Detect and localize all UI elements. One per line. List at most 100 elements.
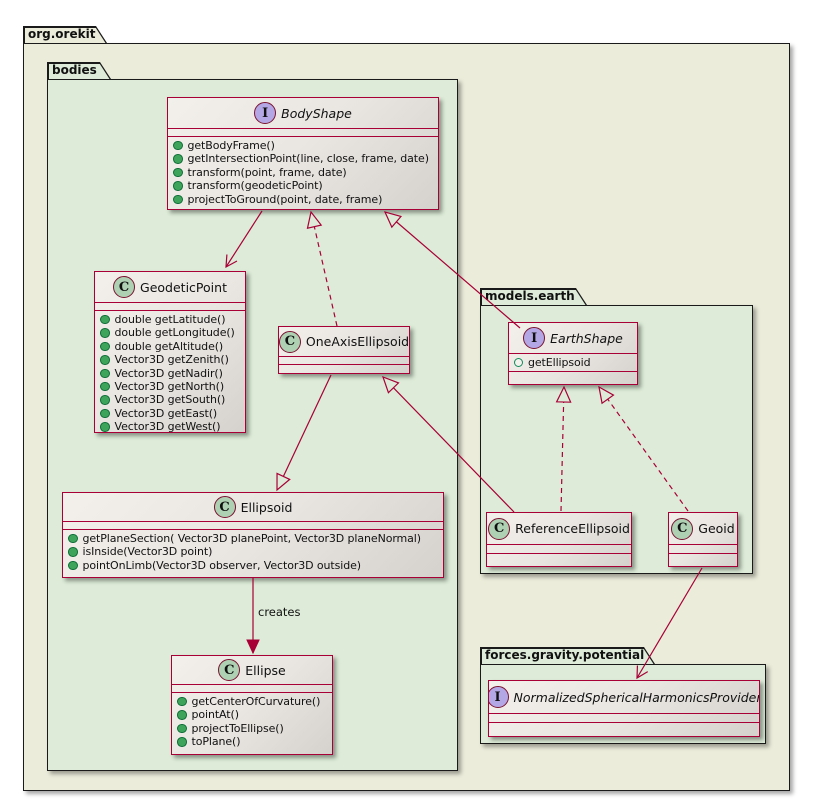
class-icon: C bbox=[488, 517, 511, 540]
member-row: getCenterOfCurvature() bbox=[172, 695, 332, 708]
abstract-method-icon bbox=[514, 358, 523, 368]
package-label: org.orekit bbox=[28, 27, 96, 41]
node-name: OneAxisEllipsoid bbox=[305, 334, 409, 349]
node-name: ReferenceEllipsoid bbox=[515, 521, 630, 536]
node-compartment bbox=[95, 302, 245, 310]
node-compartment bbox=[168, 128, 438, 136]
package-label: models.earth bbox=[485, 289, 575, 303]
member-row: projectToEllipse() bbox=[172, 722, 332, 735]
member-row: projectToGround(point, date, frame) bbox=[168, 193, 438, 206]
package-tab-forces_gravity_potential: forces.gravity.potential bbox=[480, 647, 655, 664]
interface-icon: I bbox=[489, 686, 509, 708]
public-method-icon bbox=[100, 314, 110, 325]
package-tab-org_orekit: org.orekit bbox=[23, 26, 107, 43]
member-text: pointOnLimb(Vector3D observer, Vector3D … bbox=[82, 558, 362, 572]
node-name: GeodeticPoint bbox=[140, 279, 227, 295]
member-row: getIntersectionPoint(line, close, frame,… bbox=[168, 152, 438, 165]
package-tab-models_earth: models.earth bbox=[480, 288, 587, 305]
package-label: forces.gravity.potential bbox=[485, 648, 645, 662]
member-row: isInside(Vector3D point) bbox=[63, 545, 443, 558]
member-text: toPlane() bbox=[191, 735, 241, 749]
member-text: getBodyFrame() bbox=[187, 139, 275, 152]
node-name: Geoid bbox=[698, 521, 735, 536]
node-compartment bbox=[489, 722, 759, 736]
member-text: projectToGround(point, date, frame) bbox=[187, 192, 383, 206]
node-title: C OneAxisEllipsoid bbox=[279, 327, 409, 356]
member-row: getPlaneSection( Vector3D planePoint, Ve… bbox=[63, 532, 443, 545]
node-compartment bbox=[279, 356, 409, 364]
member-text: Vector3D getSouth() bbox=[114, 393, 226, 407]
node-compartment: getBodyFrame()getIntersectionPoint(line,… bbox=[168, 136, 438, 209]
member-text: Vector3D getEast() bbox=[114, 406, 218, 420]
public-method-icon bbox=[100, 395, 110, 405]
node-compartment: getEllipsoid bbox=[509, 353, 637, 371]
node-compartment: getCenterOfCurvature()pointAt()projectTo… bbox=[172, 692, 332, 754]
public-method-icon bbox=[100, 422, 110, 432]
member-text: Vector3D getNorth() bbox=[114, 380, 225, 394]
class-icon: C bbox=[213, 496, 236, 518]
node-compartment bbox=[172, 684, 332, 692]
public-method-icon bbox=[173, 154, 183, 164]
node-name: Ellipse bbox=[245, 662, 286, 678]
member-text: Vector3D getWest() bbox=[114, 420, 221, 434]
public-method-icon bbox=[68, 547, 78, 557]
class-box-OneAxisEllipsoid: C OneAxisEllipsoid bbox=[278, 326, 410, 374]
member-text: transform(point, frame, date) bbox=[187, 165, 347, 179]
node-compartment bbox=[509, 371, 637, 384]
member-text: isInside(Vector3D point) bbox=[82, 545, 213, 559]
interface-icon: I bbox=[523, 327, 546, 349]
public-method-icon bbox=[173, 167, 183, 178]
node-compartment bbox=[669, 553, 737, 566]
member-text: projectToEllipse() bbox=[191, 721, 284, 735]
public-method-icon bbox=[173, 194, 183, 205]
node-name: Ellipsoid bbox=[240, 499, 293, 515]
member-row: getEllipsoid bbox=[509, 356, 637, 369]
class-icon: C bbox=[218, 659, 241, 681]
node-compartment bbox=[669, 544, 737, 553]
member-text: double getLongitude() bbox=[114, 326, 235, 340]
node-name: EarthShape bbox=[550, 330, 623, 346]
member-row: double getLongitude() bbox=[95, 326, 245, 339]
member-row: toPlane() bbox=[172, 735, 332, 748]
public-method-icon bbox=[177, 737, 187, 747]
node-name: BodyShape bbox=[281, 105, 352, 121]
package-label: bodies bbox=[52, 63, 97, 77]
member-row: Vector3D getZenith() bbox=[95, 353, 245, 366]
member-row: Vector3D getEast() bbox=[95, 407, 245, 420]
member-text: Vector3D getZenith() bbox=[114, 353, 229, 367]
member-row: Vector3D getNadir() bbox=[95, 367, 245, 380]
member-row: double getAltitude() bbox=[95, 340, 245, 353]
member-text: double getAltitude() bbox=[114, 339, 224, 353]
member-text: getEllipsoid bbox=[528, 356, 591, 369]
class-icon: C bbox=[279, 330, 301, 353]
class-box-ReferenceEllipsoid: C ReferenceEllipsoid bbox=[486, 512, 632, 567]
public-method-icon bbox=[173, 181, 183, 191]
node-compartment bbox=[487, 553, 631, 566]
member-row: getBodyFrame() bbox=[168, 139, 438, 152]
member-text: Vector3D getNadir() bbox=[114, 366, 223, 380]
member-text: transform(geodeticPoint) bbox=[187, 179, 323, 193]
node-title: C ReferenceEllipsoid bbox=[487, 513, 631, 544]
member-row: Vector3D getWest() bbox=[95, 420, 245, 433]
public-method-icon bbox=[177, 723, 187, 734]
member-row: Vector3D getNorth() bbox=[95, 380, 245, 393]
public-method-icon bbox=[100, 328, 110, 338]
member-text: pointAt() bbox=[191, 708, 239, 722]
node-compartment bbox=[279, 364, 409, 373]
member-row: pointOnLimb(Vector3D observer, Vector3D … bbox=[63, 559, 443, 572]
public-method-icon bbox=[100, 381, 110, 392]
member-text: getIntersectionPoint(line, close, frame,… bbox=[187, 152, 429, 166]
node-compartment bbox=[489, 713, 759, 722]
